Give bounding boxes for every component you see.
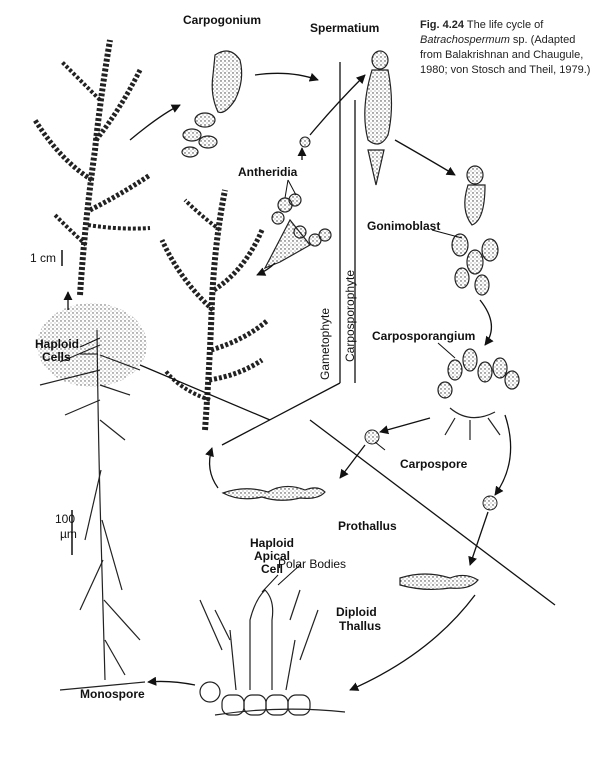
spermatium-illustration <box>364 50 393 186</box>
life-cycle-arrows <box>63 72 512 691</box>
label-antheridia: Antheridia <box>238 165 298 179</box>
haploid-cells-stippling <box>37 303 147 387</box>
gametophyte-central-plant <box>159 189 270 431</box>
prothallus-filament-2 <box>399 573 479 591</box>
label-diploid-thallus-2: Thallus <box>339 619 382 633</box>
label-scale-um: µm <box>60 527 77 541</box>
arrow-to-carpogonium <box>129 104 181 141</box>
arrow-spore-to-prothallus-2 <box>468 511 489 566</box>
label-diploid-thallus-1: Diploid <box>336 605 377 619</box>
label-carpogonium: Carpogonium <box>183 13 261 27</box>
arrow-spermatium-to-gonimoblast <box>394 139 456 176</box>
label-haploid-cells-1: Haploid <box>35 337 79 351</box>
arrow-carpogonium-to-spermatium <box>254 72 319 82</box>
diploid-thallus-illustration <box>199 589 346 716</box>
label-carposporophyte: Carposporophyte <box>343 269 357 362</box>
caption-text-1: The life cycle of <box>464 19 544 31</box>
spermatium-cell <box>299 136 311 148</box>
arrow-carposporangium-to-spore-2 <box>494 414 512 496</box>
arrow-diploid-to-monospore <box>147 676 196 686</box>
label-prothallus: Prothallus <box>338 519 397 533</box>
gonimoblast-illustration <box>451 165 499 296</box>
label-polar-bodies: Polar Bodies <box>278 557 347 571</box>
arrow-prothallus-to-diploid <box>349 594 476 691</box>
carposporangium-illustration <box>437 348 520 440</box>
arrow-prothallus-to-gametophyte <box>205 447 219 489</box>
arrow-spore-to-prothallus-1 <box>339 444 366 479</box>
arrow-antheridia-to-plant <box>256 262 276 276</box>
label-scale-100: 100 <box>55 512 76 526</box>
arrow-spermatium-to-top <box>309 74 366 136</box>
gametophyte-macro-plant <box>32 39 152 296</box>
label-carpospore: Carpospore <box>400 457 468 471</box>
label-spermatium: Spermatium <box>310 21 380 35</box>
haploid-filament <box>39 329 146 691</box>
label-haploid-cells-2: Cells <box>42 350 71 364</box>
phase-boundary-lines <box>139 62 556 606</box>
label-monospore: Monospore <box>80 687 145 701</box>
carpospore-cell-1 <box>364 429 380 445</box>
label-gonimoblast: Gonimoblast <box>367 219 441 233</box>
label-haploid-apical-2: Apical <box>253 549 290 563</box>
arrow-gonimoblast-to-carposporangium <box>479 299 494 346</box>
figure-number: Fig. 4.24 <box>420 19 465 31</box>
prothallus-filament-1 <box>221 485 326 501</box>
carpogonium-illustration <box>181 50 243 158</box>
label-gametophyte: Gametophyte <box>318 307 332 380</box>
label-leader-lines <box>79 179 463 593</box>
label-haploid-apical-3: Cell <box>260 562 283 576</box>
antheridia-illustration <box>263 193 332 270</box>
carpospore-cell-2 <box>482 495 498 511</box>
figure-caption: Fig. 4.24 The life cycle of Batrachosper… <box>420 18 598 78</box>
label-haploid-apical-1: Haploid <box>250 536 294 550</box>
arrow-carposporangium-to-spore-1 <box>379 417 431 435</box>
caption-genus: Batrachospermum <box>420 34 510 46</box>
label-carposporangium: Carposporangium <box>372 329 476 343</box>
caption-text-2: sp. (Adapted from Balakrishnan and Chaug… <box>420 34 591 76</box>
label-scale-1cm: 1 cm <box>30 251 57 265</box>
